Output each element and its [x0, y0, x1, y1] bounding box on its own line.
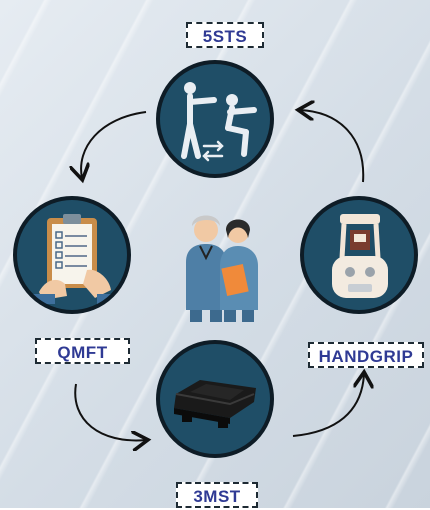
- circle-qmft: [13, 196, 131, 314]
- arrow-right-to-top: [300, 110, 365, 183]
- sit-to-stand-figures-icon: [181, 82, 257, 162]
- arrow-top-to-left: [81, 111, 147, 178]
- nurses-illustration: [186, 215, 258, 322]
- label-3mst: 3MST: [176, 482, 258, 508]
- circle-5sts: [156, 60, 274, 178]
- step-platform-icon: [174, 380, 256, 428]
- label-qmft: QMFT: [35, 338, 130, 364]
- arrow-bottom-to-right: [292, 374, 364, 437]
- handgrip-dynamometer-icon: [332, 214, 388, 298]
- arrow-left-to-bottom: [74, 383, 146, 440]
- label-handgrip: HANDGRIP: [308, 342, 424, 368]
- circle-handgrip: [300, 196, 418, 314]
- circle-3mst: [156, 340, 274, 458]
- label-5sts: 5STS: [186, 22, 264, 48]
- clipboard-questionnaire-icon: [33, 214, 119, 304]
